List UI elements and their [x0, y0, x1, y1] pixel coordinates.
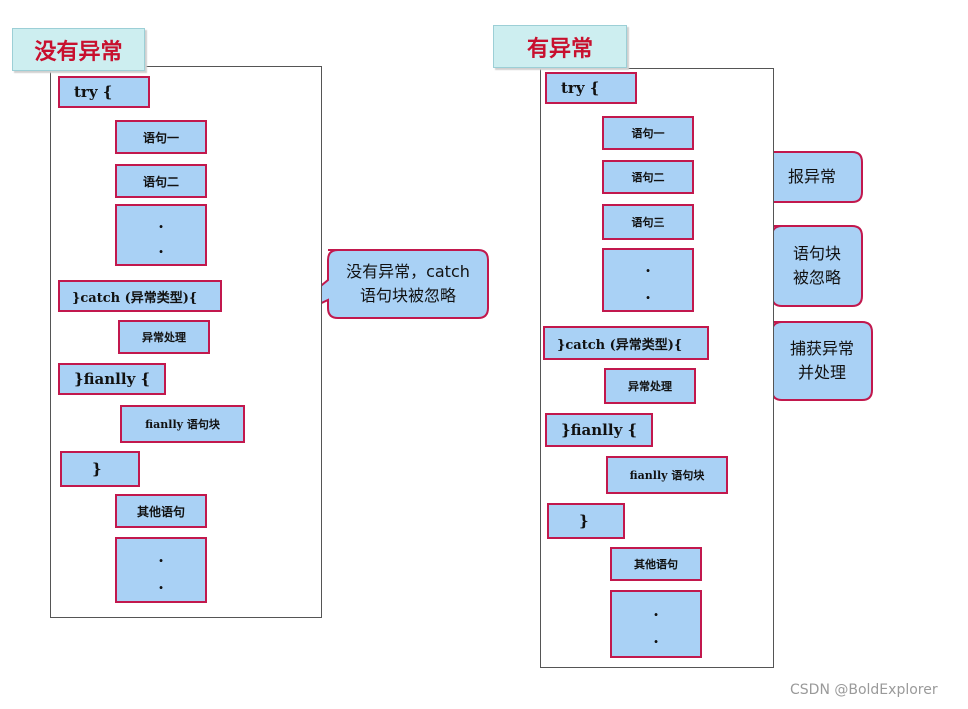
right-statement-1: 语句一 — [602, 116, 694, 150]
right-finally-block: }fianlly { — [545, 413, 653, 447]
callout-line: 没有异常，catch — [346, 262, 470, 281]
dot: . — [653, 628, 659, 648]
dot: . — [645, 257, 651, 277]
callout-line: 捕获异常 — [789, 339, 854, 358]
left-other-statements: 其他语句 — [115, 494, 207, 528]
right-exception-handling: 异常处理 — [604, 368, 696, 404]
dot: . — [158, 212, 164, 232]
right-statement-2: 语句二 — [602, 160, 694, 194]
left-finally-block: }fianlly { — [58, 363, 166, 395]
right-ellipsis-1: . . — [602, 248, 694, 312]
dot: . — [653, 600, 659, 620]
right-other-statements: 其他语句 — [610, 547, 702, 581]
right-title: 有异常 — [493, 25, 627, 68]
left-statement-2: 语句二 — [115, 164, 207, 198]
right-callout-caught-text: 捕获异常 并处理 — [772, 322, 872, 400]
callout-bubble-left — [271, 249, 489, 327]
left-statement-1: 语句一 — [115, 120, 207, 154]
right-catch-block: }catch (异常类型){ — [543, 326, 709, 360]
dot: . — [158, 574, 164, 593]
left-title: 没有异常 — [12, 28, 145, 71]
dot: . — [645, 283, 651, 303]
callout-line: 并处理 — [797, 363, 846, 382]
callout-line: 语句块被忽略 — [359, 286, 456, 305]
right-try-block: try { — [545, 72, 637, 104]
left-ellipsis-2: . . — [115, 537, 207, 603]
right-close-brace: } — [547, 503, 625, 539]
right-statement-3: 语句三 — [602, 204, 694, 240]
dot: . — [158, 547, 164, 566]
left-close-brace: } — [60, 451, 140, 487]
right-finally-statements: fianlly 语句块 — [606, 456, 728, 494]
callout-line: 语句块 — [792, 244, 841, 263]
left-ellipsis-1: . . — [115, 204, 207, 266]
left-try-block: try { — [58, 76, 150, 108]
dot: . — [158, 238, 164, 258]
left-callout-text: 没有异常，catch 语句块被忽略 — [328, 250, 488, 318]
watermark: CSDN @BoldExplorer — [790, 682, 938, 698]
callout-line: 被忽略 — [792, 268, 841, 287]
right-ellipsis-2: . . — [610, 590, 702, 658]
left-finally-statements: fianlly 语句块 — [120, 405, 245, 443]
left-exception-handling: 异常处理 — [118, 320, 210, 354]
right-callout-exception-text: 报异常 — [787, 167, 836, 186]
right-callout-ignored-text: 语句块 被忽略 — [772, 226, 862, 306]
left-catch-block: }catch (异常类型){ — [58, 280, 222, 312]
